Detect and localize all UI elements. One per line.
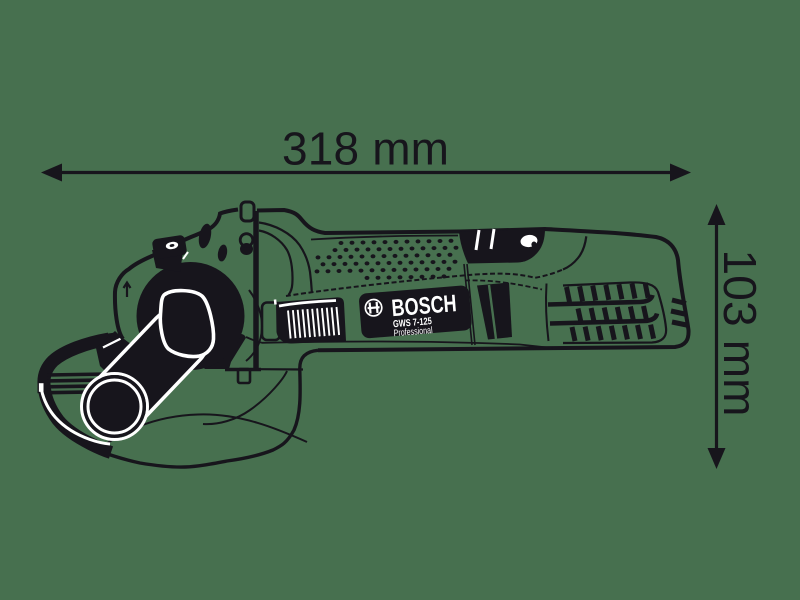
svg-text:103 mm: 103 mm bbox=[714, 250, 766, 417]
svg-text:Professional: Professional bbox=[393, 325, 433, 339]
svg-text:BOSCH: BOSCH bbox=[391, 290, 458, 322]
svg-text:GWS 7-125: GWS 7-125 bbox=[393, 316, 433, 330]
svg-text:318 mm: 318 mm bbox=[282, 123, 449, 175]
